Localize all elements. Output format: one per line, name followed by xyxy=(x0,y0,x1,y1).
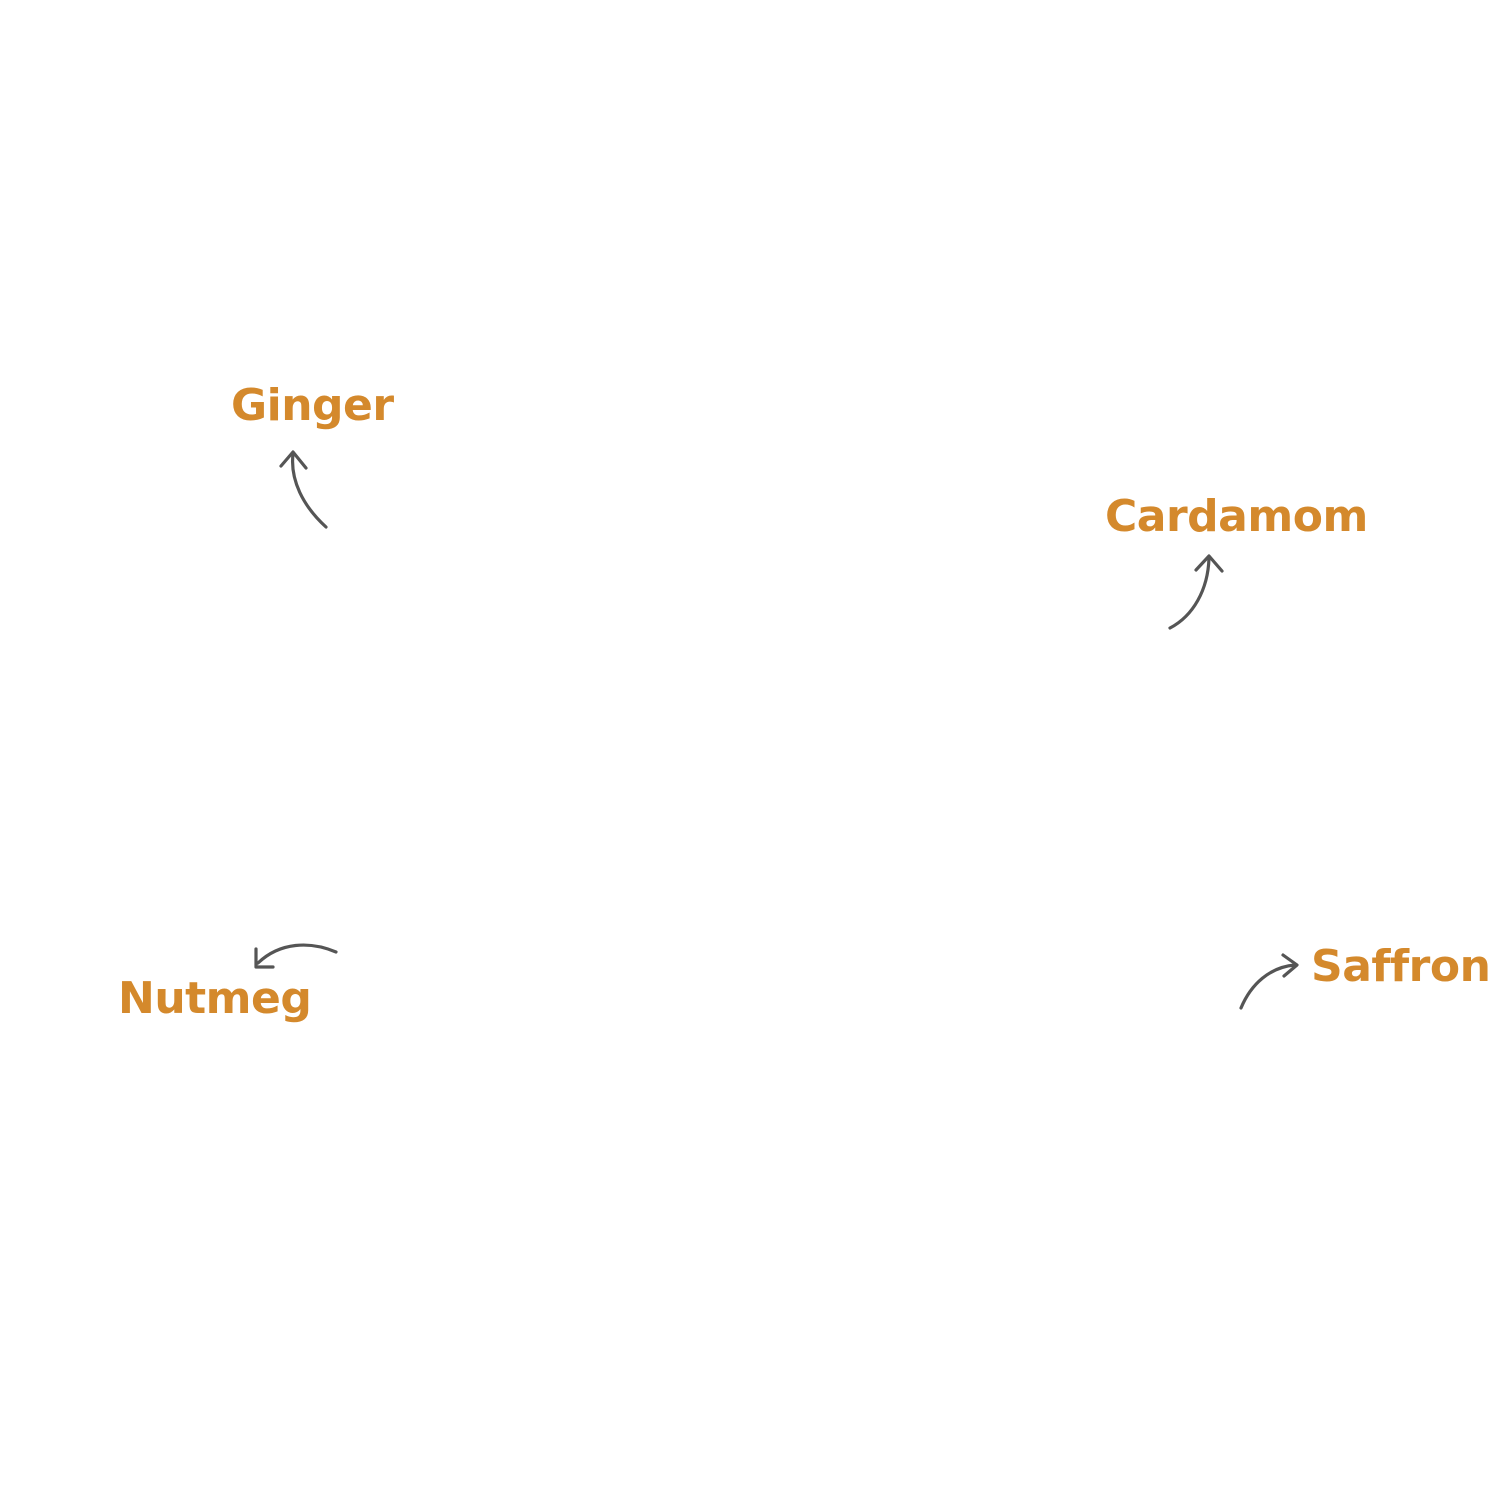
label-nutmeg: Nutmeg xyxy=(118,973,312,1024)
label-ginger: Ginger xyxy=(231,380,394,431)
label-saffron: Saffron xyxy=(1311,941,1491,992)
arrow-to-saffron xyxy=(1239,953,1299,1010)
label-cardamom: Cardamom xyxy=(1105,491,1368,542)
arrow-to-nutmeg xyxy=(254,943,338,969)
arrow-to-cardamom xyxy=(1168,554,1224,630)
arrow-to-ginger xyxy=(279,450,328,529)
